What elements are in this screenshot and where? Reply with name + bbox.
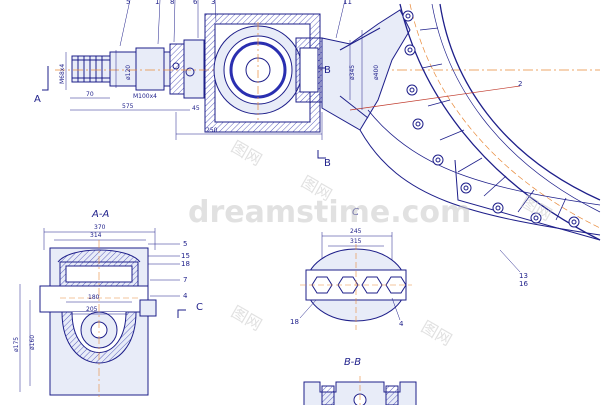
dim-575: 575 bbox=[122, 103, 134, 110]
section-title-c: C bbox=[352, 207, 359, 218]
callout-11: 11 bbox=[343, 0, 352, 6]
callout-2: 2 bbox=[518, 80, 522, 88]
dim-250: 250 bbox=[206, 127, 218, 134]
callout-1: 1 bbox=[155, 0, 159, 6]
callout-6: 6 bbox=[193, 0, 198, 6]
callout-16: 16 bbox=[519, 280, 528, 288]
c-hex-nuts bbox=[311, 276, 407, 294]
section-c bbox=[299, 232, 412, 330]
section-title-bb: B-B bbox=[344, 357, 361, 368]
section-a-a bbox=[19, 228, 186, 400]
dim-315: 315 bbox=[350, 238, 362, 245]
dim-d345: ø345 bbox=[349, 65, 356, 80]
watermark-stamp-4: 图网 bbox=[418, 317, 455, 349]
aa-callout-18: 18 bbox=[181, 260, 190, 268]
cut-marker-b-bottom: B bbox=[324, 158, 331, 169]
connecting-arm bbox=[321, 9, 411, 131]
dim-d160: ø160 bbox=[29, 335, 36, 350]
top-assembly-view bbox=[42, 0, 601, 273]
top-dimensions: M68x4 ø120 70 575 M100x4 45 250 ø345 ø40… bbox=[59, 64, 380, 134]
watermark-text: dreamstime.com bbox=[188, 195, 471, 230]
wheel-ring-outer bbox=[399, 3, 601, 241]
dim-314: 314 bbox=[90, 232, 102, 239]
dim-m100: M100x4 bbox=[133, 93, 157, 100]
section-title-aa: A-A bbox=[91, 209, 109, 220]
aa-callout-15: 15 bbox=[181, 252, 190, 260]
dim-370: 370 bbox=[94, 224, 106, 231]
dim-45: 45 bbox=[192, 105, 200, 112]
aa-callout-7: 7 bbox=[183, 276, 187, 284]
cut-marker-c: C bbox=[196, 302, 203, 313]
aa-texts: 370 314 180 205 ø175 ø160 5 15 18 7 4 C bbox=[13, 224, 203, 352]
cut-marker-a: A bbox=[34, 94, 41, 105]
callout-5: 5 bbox=[126, 0, 130, 6]
dim-205: 205 bbox=[86, 306, 98, 313]
dim-180: 180 bbox=[88, 294, 100, 301]
cut-marker-b-top: B bbox=[324, 65, 331, 76]
callout-13: 13 bbox=[519, 272, 528, 280]
dim-d175: ø175 bbox=[13, 337, 20, 352]
dim-d120: ø120 bbox=[125, 65, 132, 80]
watermark-stamp-3: 图网 bbox=[228, 302, 265, 334]
wheel-ring-inner bbox=[439, 3, 601, 201]
aa-callout-4: 4 bbox=[183, 292, 188, 300]
dim-d400: ø400 bbox=[373, 65, 380, 80]
top-callouts: 5 1 8 6 3 11 2 13 16 bbox=[126, 0, 528, 288]
c-texts: 245 315 18 4 bbox=[290, 228, 404, 328]
callout-8: 8 bbox=[170, 0, 174, 6]
watermark-stamp-1: 图网 bbox=[228, 137, 265, 169]
ring-bolts bbox=[402, 10, 580, 228]
callout-3: 3 bbox=[211, 0, 215, 6]
aa-callout-5: 5 bbox=[183, 240, 187, 248]
section-b-b bbox=[303, 376, 417, 405]
c-callout-4: 4 bbox=[399, 320, 404, 328]
dim-245: 245 bbox=[350, 228, 362, 235]
c-callout-18: 18 bbox=[290, 318, 299, 326]
dim-70: 70 bbox=[86, 91, 94, 98]
dim-m68: M68x4 bbox=[59, 64, 66, 84]
